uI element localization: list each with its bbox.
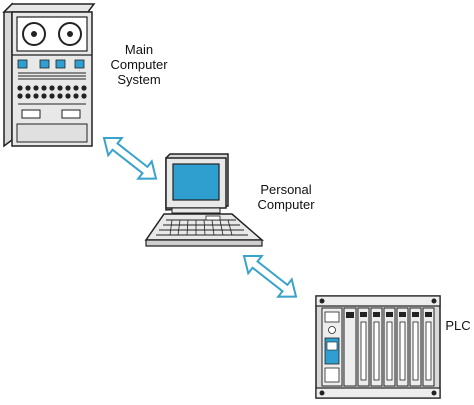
personal-computer-label-line2: Computer [257, 197, 315, 212]
main-computer-label-line1: Main [124, 42, 154, 57]
laptop-icon [144, 153, 265, 247]
double-arrow-icon [102, 136, 158, 180]
double-arrow-icon [242, 254, 298, 298]
personal-computer-label-line1: Personal [260, 182, 312, 197]
plc-rack-icon [315, 295, 441, 399]
plc-label-line1: PLC [445, 318, 471, 333]
plc-label: PLC [444, 318, 472, 333]
mainframe-icon [2, 2, 96, 148]
main-computer-label: Main Computer System [100, 42, 178, 87]
main-computer-label-line3: System [117, 72, 161, 87]
personal-computer-label: Personal Computer [240, 182, 332, 212]
main-computer-label-line2: Computer [110, 57, 168, 72]
